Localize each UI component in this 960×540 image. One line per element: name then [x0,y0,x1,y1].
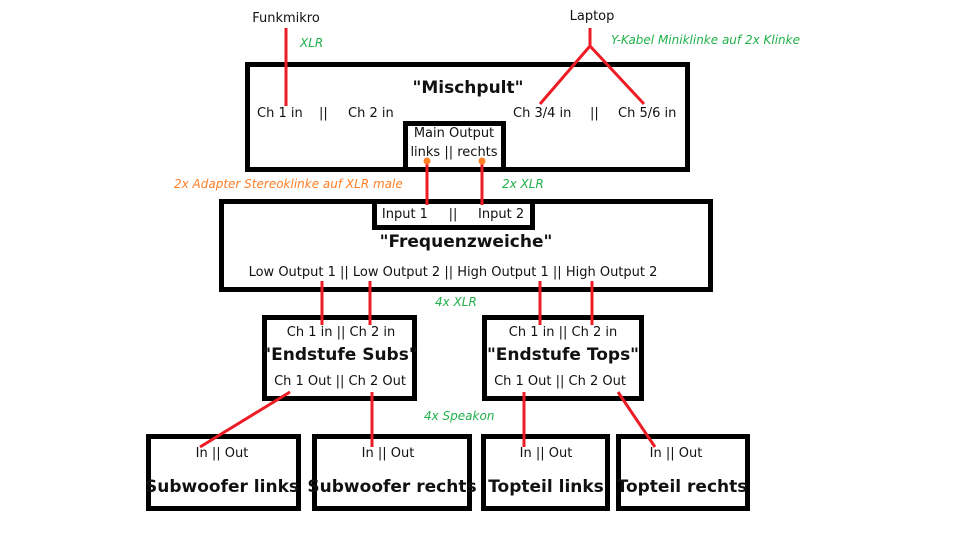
four-xlr-annotation: 4x XLR [435,295,477,309]
main-output-box [403,121,506,172]
endstufe-subs-box [262,315,417,401]
frequenzweiche-input-box [372,199,535,230]
mischpult-title: "Mischpult" [412,78,524,98]
adapter-annotation: 2x Adapter Stereoklinke auf XLR male [174,177,403,191]
speaker-ports: In || Out [519,446,573,461]
speaker-name: Topteil links [488,477,604,497]
speaker-ports: In || Out [361,446,415,461]
speaker-name: Topteil rechts [616,477,748,497]
wire-sub-left [199,390,291,449]
frequenzweiche-outputs: Low Output 1 || Low Output 2 || High Out… [248,265,658,280]
laptop-label: Laptop [569,9,615,24]
wire-top-right [616,391,657,448]
mischpult-ch1: Ch 1 in [257,106,303,121]
two-xlr-annotation: 2x XLR [502,177,544,191]
speaker-ports: In || Out [649,446,703,461]
speaker-name: Subwoofer rechts [307,477,477,497]
xlr-annotation: XLR [300,36,324,50]
speaker-box-subwoofer-rechts [312,434,472,511]
connector-dot-left [423,157,431,165]
mischpult-sep1: || [319,106,328,121]
main-output-line1: Main Output [413,126,495,141]
frequenzweiche-inputs: Input 1 || Input 2 [381,207,525,222]
mischpult-ch56: Ch 5/6 in [618,106,677,121]
wire-laptop-left [538,45,592,105]
main-output-line2: links || rechts [410,145,498,160]
endstufe-tops-box [482,315,644,401]
funkmikro-label: Funkmikro [252,11,320,26]
frequenzweiche-title: "Frequenzweiche" [379,232,553,252]
four-speakon-annotation: 4x Speakon [424,409,495,423]
mischpult-sep2: || [590,106,599,121]
mischpult-ch2: Ch 2 in [348,106,394,121]
connector-dot-right [478,157,486,165]
speaker-box-subwoofer-links [146,434,301,511]
wire-laptop-right [588,44,646,106]
mischpult-ch34: Ch 3/4 in [513,106,572,121]
speaker-ports: In || Out [195,446,249,461]
endstufe-tops-inputs: Ch 1 in || Ch 2 in [508,325,618,340]
endstufe-tops-outputs: Ch 1 Out || Ch 2 Out [494,374,626,389]
speaker-box-topteil-links [481,434,610,511]
speaker-name: Subwoofer links [145,477,299,497]
y-kabel-annotation: Y-Kabel Miniklinke auf 2x Klinke [611,33,800,47]
endstufe-tops-title: "Endstufe Tops" [486,345,640,365]
endstufe-subs-title: "Endstufe Subs" [262,345,418,365]
endstufe-subs-inputs: Ch 1 in || Ch 2 in [286,325,396,340]
endstufe-subs-outputs: Ch 1 Out || Ch 2 Out [274,374,406,389]
speaker-box-topteil-rechts [616,434,750,511]
